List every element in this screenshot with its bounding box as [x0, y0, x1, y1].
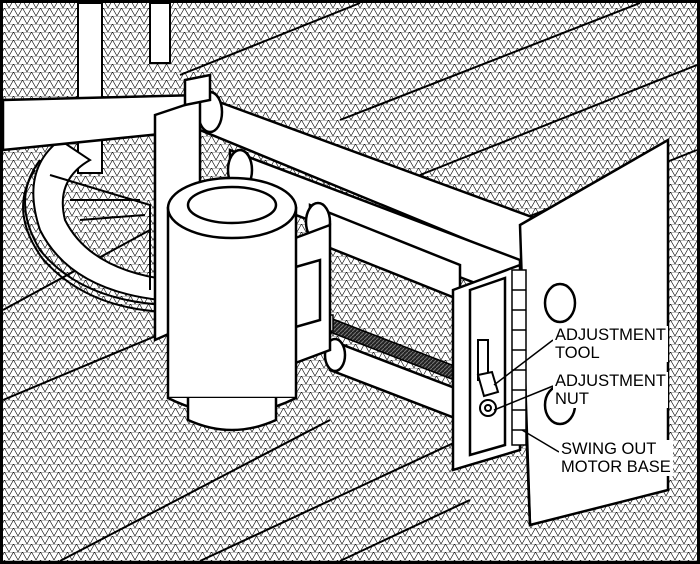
swing-out-motor-base-label-line1: SWING OUT [561, 440, 657, 458]
adjustment-tool-label-line2: TOOL [555, 344, 600, 362]
adjustment-tool-label-line1: ADJUSTMENT [555, 326, 666, 344]
adjustment-hardware [476, 339, 500, 417]
swing-out-motor-base-label: SWING OUT MOTOR BASE [559, 440, 673, 476]
adjustment-nut-label-line2: NUT [555, 390, 589, 408]
adjustment-tool-label: ADJUSTMENT TOOL [553, 326, 668, 362]
motor [166, 176, 298, 432]
support-column [77, 2, 171, 174]
adjustment-nut-label: ADJUSTMENT NUT [553, 372, 668, 408]
swing-out-motor-base-label-line2: MOTOR BASE [561, 458, 671, 476]
leader-lines [493, 339, 560, 453]
belt-pulley [22, 138, 172, 313]
hinge [511, 269, 527, 446]
adjustment-nut-label-line1: ADJUSTMENT [555, 372, 666, 390]
